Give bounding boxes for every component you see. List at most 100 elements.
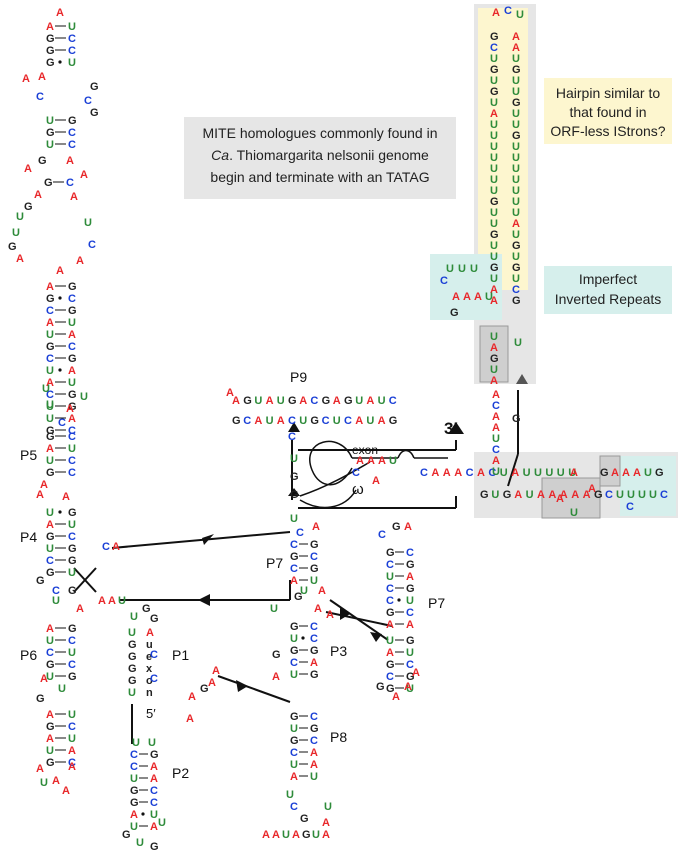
nucleotide-U: U bbox=[485, 291, 493, 303]
nucleotide-A: A bbox=[492, 389, 500, 401]
nucleotide-A: A bbox=[378, 415, 386, 427]
nucleotide-A: A bbox=[46, 281, 54, 293]
nucleotide-U: U bbox=[512, 207, 520, 219]
nucleotide-C: C bbox=[46, 389, 54, 401]
nucleotide-U: U bbox=[46, 543, 54, 555]
nucleotide-C: C bbox=[386, 671, 394, 683]
nucleotide-C: C bbox=[130, 749, 138, 761]
nucleotide-A: A bbox=[490, 375, 498, 387]
nucleotide-C: C bbox=[68, 659, 76, 671]
base-pair-bond bbox=[141, 812, 145, 816]
nucleotide-A: A bbox=[474, 291, 482, 303]
nucleotide-U: U bbox=[512, 119, 520, 131]
nucleotide-C: C bbox=[310, 633, 318, 645]
nucleotide-U: U bbox=[490, 251, 498, 263]
nucleotide-U: U bbox=[492, 466, 500, 478]
nucleotide-C: C bbox=[406, 547, 414, 559]
label-p8: P8 bbox=[330, 729, 347, 745]
nucleotide-C: C bbox=[488, 467, 496, 479]
nucleotide-G: G bbox=[406, 635, 415, 647]
nucleotide-G: G bbox=[46, 45, 55, 57]
nucleotide-U: U bbox=[490, 75, 498, 87]
nucleotide-G: G bbox=[290, 735, 299, 747]
nucleotide-A: A bbox=[62, 785, 70, 797]
nucleotide-U: U bbox=[290, 633, 298, 645]
nucleotide-U: U bbox=[490, 364, 498, 376]
mite-annotation-box bbox=[184, 117, 456, 199]
nucleotide-A: A bbox=[46, 519, 54, 531]
nucleotide-C: C bbox=[68, 455, 76, 467]
nucleotide-A: A bbox=[98, 595, 106, 607]
nucleotide-G: G bbox=[46, 57, 55, 69]
mite-annotation-text: MITE homologues commonly found in Ca. Th… bbox=[184, 122, 456, 188]
nucleotide-U: U bbox=[46, 115, 54, 127]
nucleotide-A: A bbox=[254, 415, 262, 427]
nucleotide-C: C bbox=[389, 395, 397, 407]
hairpin-text-line-3: ORF-less IStrons? bbox=[550, 123, 666, 139]
nucleotide-G: G bbox=[490, 86, 499, 98]
nucleotide-U: U bbox=[523, 467, 531, 479]
nucleotide-A: A bbox=[56, 265, 64, 277]
nucleotide-U: U bbox=[570, 507, 578, 519]
nucleotide-G: G bbox=[200, 683, 209, 695]
nucleotide-G: G bbox=[386, 683, 395, 695]
nucleotide-U: U bbox=[386, 635, 394, 647]
nucleotide-G: G bbox=[46, 425, 55, 437]
nucleotide-A: A bbox=[66, 403, 74, 415]
nucleotide-G: G bbox=[386, 659, 395, 671]
nucleotide-A: A bbox=[512, 42, 520, 54]
nucleotide-U: U bbox=[46, 399, 54, 411]
nucleotide-G: G bbox=[243, 395, 252, 407]
repeats-annotation-text: Imperfect Inverted Repeats bbox=[544, 269, 672, 309]
nucleotide-C: C bbox=[150, 797, 158, 809]
nucleotide-A: A bbox=[490, 108, 498, 120]
nucleotide-U: U bbox=[512, 185, 520, 197]
nucleotide-A: A bbox=[34, 189, 42, 201]
mite-text-line-3: begin and terminate with an TATAG bbox=[210, 169, 430, 185]
label-p6: P6 bbox=[20, 647, 37, 663]
nucleotide-U: U bbox=[366, 415, 374, 427]
nucleotide-G: G bbox=[46, 659, 55, 671]
nucleotide-U: U bbox=[490, 185, 498, 197]
nucleotide-A: A bbox=[38, 71, 46, 83]
nucleotide-A: A bbox=[299, 395, 307, 407]
nucleotide-G: G bbox=[128, 651, 137, 663]
nucleotide-C: C bbox=[68, 757, 76, 769]
nucleotide-U: U bbox=[490, 331, 498, 343]
hairpin-highlight bbox=[478, 8, 528, 290]
nucleotide-A: A bbox=[406, 571, 414, 583]
nucleotide-A: A bbox=[68, 365, 76, 377]
nucleotide-G: G bbox=[130, 785, 139, 797]
nucleotide-C: C bbox=[68, 467, 76, 479]
nucleotide-A: A bbox=[366, 395, 374, 407]
nucleotide-U: U bbox=[512, 273, 520, 285]
nucleotide-G: G bbox=[68, 543, 77, 555]
nucleotide-U: U bbox=[312, 829, 320, 841]
nucleotide-A: A bbox=[392, 691, 400, 703]
nucleotide-C: C bbox=[406, 659, 414, 671]
nucleotide-U: U bbox=[512, 53, 520, 65]
nucleotide-U: U bbox=[68, 733, 76, 745]
nucleotide-C: C bbox=[290, 563, 298, 575]
label-omega: ω bbox=[352, 481, 364, 498]
nucleotide-G: G bbox=[46, 33, 55, 45]
nucleotide-U: U bbox=[406, 683, 414, 695]
nucleotide-A: A bbox=[312, 521, 320, 533]
nucleotide-U: U bbox=[490, 141, 498, 153]
nucleotide-A: A bbox=[16, 253, 24, 265]
nucleotide-U: U bbox=[324, 801, 332, 813]
label-p5: P5 bbox=[20, 447, 37, 463]
nucleotide-G: G bbox=[512, 64, 521, 76]
nucleotide-U: U bbox=[290, 723, 298, 735]
hairpin-annotation-box bbox=[544, 78, 672, 144]
nucleotide-G: G bbox=[68, 305, 77, 317]
nucleotide-A: A bbox=[322, 817, 330, 829]
nucleotide-C: C bbox=[492, 444, 500, 456]
nucleotide-U: U bbox=[355, 395, 363, 407]
nucleotide-U: U bbox=[130, 821, 138, 833]
nucleotide-A: A bbox=[80, 169, 88, 181]
nucleotide-A: A bbox=[372, 475, 380, 487]
nucleotide-A: A bbox=[272, 671, 280, 683]
nucleotide-A: A bbox=[454, 467, 462, 479]
